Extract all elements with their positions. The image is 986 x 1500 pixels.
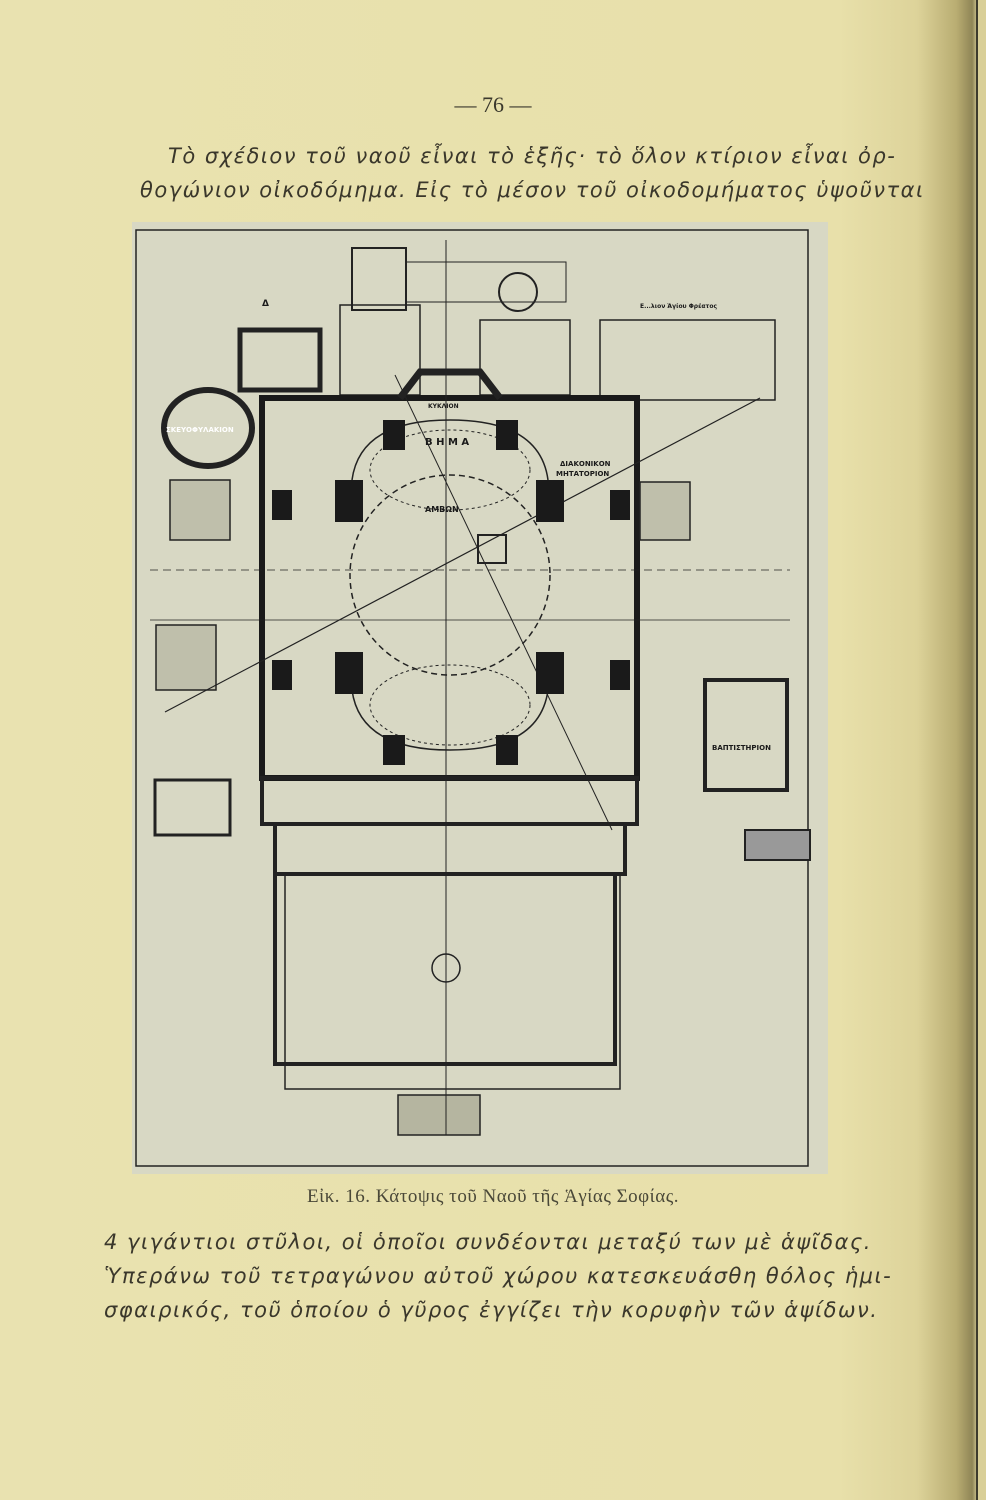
floor-plan-figure: Β Η Μ Α ΑΜΒΩΝ ΔΙΑΚΟΝΙΚΟΝ ΜΗΤΑΤΟΡΙΟΝ ΣΚΕΥ… [132,222,828,1174]
skeuophylakion [161,387,255,469]
southwest-annex [153,778,232,837]
paragraph-line: θογώνιον οἰκοδόμημα. Εἰς τὸ μέσον τοῦ οἰ… [140,178,925,202]
figure-caption: Εἰκ. 16. Κάτοψις τοῦ Ναοῦ τῆς Ἁγίας Σοφί… [307,1186,679,1207]
atrium-outer-wall [284,873,621,1090]
northeast-annex [599,319,776,401]
baptistery [703,678,789,792]
label-bema: Β Η Μ Α [425,437,469,448]
label-baptisterion: ΒΑΠΤΙΣΤΗΡΙΟΝ [712,744,771,752]
paragraph-line: σφαιρικός, τοῦ ὁποίου ὁ γῦρος ἐγγίζει τὴ… [104,1298,879,1322]
top-court [405,261,567,303]
north-annex [339,304,421,396]
paragraph-line: 4 γιγάντιοι στῦλοι, οἱ ὁποῖοι συνδέονται… [104,1230,872,1254]
figure-frame [135,229,809,1167]
top-chapel [351,247,407,311]
label-delta: Δ [262,299,269,309]
label-diakonikon: ΔΙΑΚΟΝΙΚΟΝ [560,460,611,468]
north-annex-2 [479,319,571,396]
south-gate [397,1094,481,1136]
label-agiou-freatos: Ε...λιον Ἁγίου Φρέατος [640,303,718,310]
label-ambon: ΑΜΒΩΝ [425,505,459,514]
west-semidome [351,689,549,751]
page-edge-binding [976,0,978,1500]
apse [397,368,503,401]
northwest-annex [237,327,323,393]
esonarthex [260,776,639,826]
central-dome [349,474,551,676]
main-nave-walls [259,395,640,781]
paragraph-line: Ὑπεράνω τοῦ τετραγώνου αὐτοῦ χώρου κατεσ… [104,1264,893,1288]
atrium [273,872,617,1066]
label-mitatorion: ΜΗΤΑΤΟΡΙΟΝ [556,470,609,478]
well-circle [498,272,538,312]
exonarthex [273,822,627,876]
label-kyklion: ΚΥΚΛΙΟΝ [428,403,459,410]
paragraph-line: Τὸ σχέδιον τοῦ ναοῦ εἶναι τὸ ἑξῆς· τὸ ὅλ… [168,144,897,168]
floor-plan-drawing: Β Η Μ Α ΑΜΒΩΝ ΔΙΑΚΟΝΙΚΟΝ ΜΗΤΑΤΟΡΙΟΝ ΣΚΕΥ… [135,229,811,1167]
east-semidome [351,419,549,481]
page-number: — 76 — [454,92,532,117]
label-skeuophylakion: ΣΚΕΥΟΦΥΛΑΚΙΟΝ [166,426,234,434]
